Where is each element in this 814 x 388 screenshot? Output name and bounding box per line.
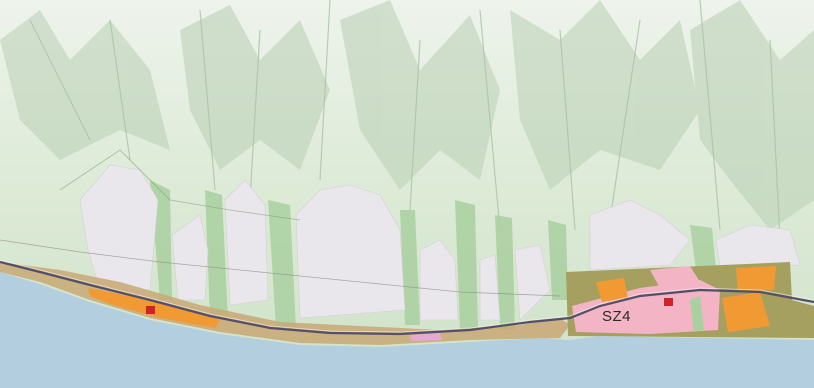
- mountain-relief: [0, 0, 814, 230]
- forest-boundary: [59, 149, 301, 221]
- zone-sz4: [566, 262, 814, 338]
- urban-pink-coast: [410, 333, 442, 341]
- zone-label-sz4: SZ4: [602, 308, 632, 325]
- industrial-orange-mid: [722, 292, 770, 332]
- valley-corridors: [150, 180, 716, 330]
- sea: [0, 272, 814, 388]
- coastal-road: [0, 260, 814, 336]
- bare-slopes: [79, 164, 801, 321]
- green-buffer: [690, 296, 704, 332]
- admin-boundary: [0, 239, 561, 297]
- industrial-orange-east: [736, 266, 776, 292]
- road-outline: [0, 259, 814, 333]
- ridge-lines: [29, 0, 781, 241]
- facility-marker-west: [146, 306, 155, 314]
- urban-pink-north: [650, 266, 700, 288]
- facility-marker-east: [664, 298, 673, 306]
- urban-pink-area: [572, 280, 720, 334]
- industrial-orange-west: [596, 278, 628, 302]
